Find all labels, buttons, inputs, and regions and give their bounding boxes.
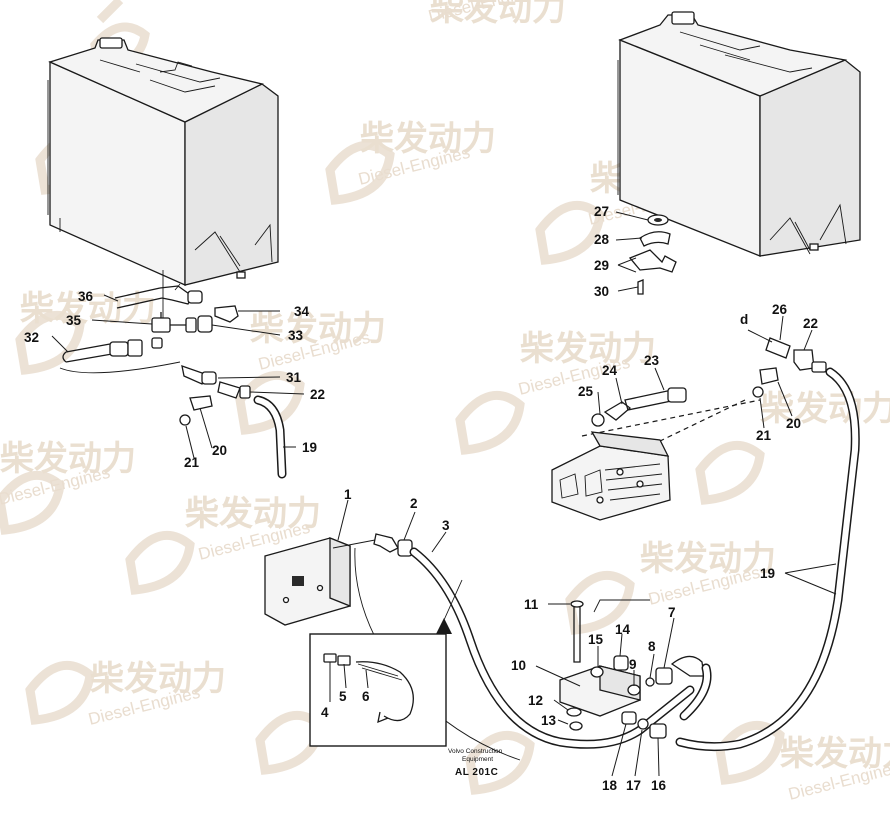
callout-8: 8	[648, 639, 656, 654]
watermark-brand-cn: 柴发动力	[520, 329, 656, 369]
callout-24: 24	[602, 363, 618, 378]
footer: Volvo Construction Equipment AL 201C	[448, 748, 503, 778]
callout-23: 23	[644, 353, 660, 368]
leader-lines	[51, 211, 837, 777]
callout-29: 29	[594, 258, 609, 273]
callout-10: 10	[511, 658, 526, 673]
watermark-brand-cn: 柴发动力	[90, 659, 226, 699]
watermark-logo-icon	[125, 531, 195, 595]
left-hydraulic-tank	[47, 37, 279, 291]
watermark-logo-icon	[15, 311, 85, 375]
callout-28: 28	[594, 232, 610, 247]
callout-7: 7	[668, 605, 676, 620]
left-pipe-assembly	[59, 270, 287, 479]
callout-17: 17	[626, 778, 641, 793]
manufacturer-label: Volvo Construction	[448, 748, 503, 755]
right-hydraulic-tank	[617, 11, 861, 257]
watermark-brand-cn: 柴发动力	[760, 389, 890, 429]
callout-26: 26	[772, 302, 788, 317]
watermark-logo-icon	[235, 371, 305, 435]
callout-15: 15	[588, 632, 604, 647]
watermark-logo-icon	[25, 661, 95, 725]
watermark-logo-icon	[455, 391, 525, 455]
watermark-brand-cn: 柴发动力	[0, 439, 136, 479]
watermark-logo-icon	[715, 721, 785, 785]
document-id: AL 201C	[455, 767, 498, 778]
callout-13: 13	[541, 713, 557, 728]
watermark-brand-cn: 柴发动力	[430, 0, 566, 29]
callout-32: 32	[24, 330, 39, 345]
detail-inset-box	[309, 579, 463, 747]
manufacturer-label-line2: Equipment	[462, 756, 493, 763]
callout-2: 2	[410, 496, 418, 511]
watermark-brand-cn: 柴发动力	[185, 494, 321, 534]
callout-31: 31	[286, 370, 302, 385]
callout-21-left: 21	[184, 455, 200, 470]
watermark-brand-cn: 柴发动力	[640, 539, 776, 579]
watermark-logo-icon	[565, 571, 635, 635]
callout-18: 18	[602, 778, 618, 793]
callout-21-right: 21	[756, 428, 772, 443]
callout-34: 34	[294, 304, 310, 319]
watermark-logo-icon	[535, 201, 605, 265]
callout-1: 1	[344, 487, 352, 502]
watermark-logo-icon	[325, 141, 395, 205]
callout-33: 33	[288, 328, 304, 343]
callout-36: 36	[78, 289, 94, 304]
callout-4: 4	[321, 705, 329, 720]
callout-20-right: 20	[786, 416, 801, 431]
right-top-parts	[628, 214, 677, 295]
watermark-brand-cn: 柴发动力	[360, 119, 496, 159]
callout-14: 14	[615, 622, 631, 637]
callout-12: 12	[528, 693, 543, 708]
callout-22-right: 22	[803, 316, 818, 331]
callout-19-right: 19	[760, 566, 775, 581]
callout-30: 30	[594, 284, 609, 299]
check-valve-block	[559, 599, 712, 739]
watermark-brand-cn: 柴发动力	[250, 309, 386, 349]
callout-35: 35	[66, 313, 82, 328]
control-valve	[551, 431, 671, 521]
callout-d: d	[740, 312, 748, 327]
callout-25: 25	[578, 384, 594, 399]
watermark-logo-icon	[0, 471, 65, 535]
right-pipe-assembly	[581, 329, 860, 752]
callout-22-left: 22	[310, 387, 325, 402]
callout-5: 5	[339, 689, 347, 704]
watermark-logo-icon	[695, 441, 765, 505]
callout-3: 3	[442, 518, 450, 533]
callout-labels: 36 35 32 34 33 31 22 19 20 21 27 28 29 3…	[24, 204, 818, 793]
callout-19-left: 19	[302, 440, 317, 455]
callout-27: 27	[594, 204, 609, 219]
watermark-logo-icon	[465, 731, 535, 795]
callout-6: 6	[362, 689, 370, 704]
callout-11: 11	[524, 597, 539, 612]
callout-9: 9	[629, 657, 637, 672]
callout-20-left: 20	[212, 443, 227, 458]
callout-16: 16	[651, 778, 667, 793]
watermark-brand-cn: 柴发动力	[780, 734, 890, 774]
